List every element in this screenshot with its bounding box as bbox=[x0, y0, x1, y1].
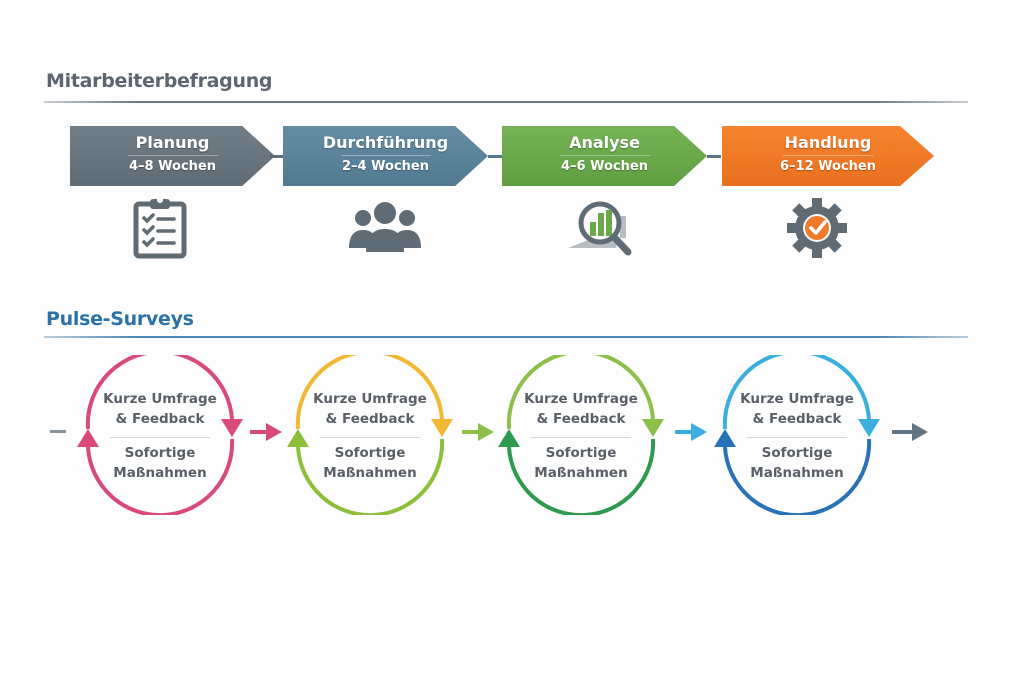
link-arrow-head bbox=[478, 423, 494, 441]
cycle-divider bbox=[747, 437, 847, 438]
cycle-top-arc bbox=[295, 355, 444, 430]
cycle-top-text: Kurze Umfrage & Feedback bbox=[300, 389, 440, 429]
link-arrow bbox=[462, 423, 494, 441]
cycle-bottom-arrowhead bbox=[714, 429, 736, 447]
cycle-top-arrowhead bbox=[431, 419, 453, 437]
cycle-top-line2: & Feedback bbox=[115, 411, 205, 427]
cycle-top-arrowhead bbox=[221, 419, 243, 437]
process-section-divider bbox=[44, 101, 968, 103]
cycle-top-text: Kurze Umfrage & Feedback bbox=[727, 389, 867, 429]
link-arrow bbox=[675, 423, 707, 441]
cycle-bottom-arrowhead bbox=[498, 429, 520, 447]
cycle-bottom-arc bbox=[296, 438, 445, 515]
phase-analyse: Analyse 4–6 Wochen bbox=[502, 126, 707, 186]
cycle-bottom-arc bbox=[86, 438, 235, 515]
cycle-top-line2: & Feedback bbox=[752, 411, 842, 427]
cycle-top-arrowhead bbox=[642, 419, 664, 437]
link-arrow-shaft bbox=[462, 430, 480, 434]
phase-handlung: Handlung 6–12 Wochen bbox=[722, 126, 934, 186]
phase-duration: 4–6 Wochen bbox=[561, 159, 648, 174]
cycle-top-arc bbox=[506, 355, 655, 430]
cycle-bottom-line1: Sofortige bbox=[124, 445, 196, 461]
phase-name: Handlung bbox=[784, 133, 872, 152]
gear-check-icon bbox=[787, 198, 847, 258]
phase-durchfuehrung: Durchführung 2–4 Wochen bbox=[283, 126, 488, 186]
phase-planung: Planung 4–8 Wochen bbox=[70, 126, 275, 186]
link-arrow-shaft bbox=[250, 430, 268, 434]
link-arrow-shaft bbox=[892, 430, 914, 434]
phase-separator bbox=[559, 155, 650, 156]
cycle-top-arc bbox=[85, 355, 234, 430]
cycle-bottom-arrowhead bbox=[77, 429, 99, 447]
cycle-top-arrowhead bbox=[858, 419, 880, 437]
cycle-top-line2: & Feedback bbox=[536, 411, 626, 427]
phase-separator bbox=[340, 155, 431, 156]
phase-duration: 4–8 Wochen bbox=[129, 159, 216, 174]
cycle-arrows bbox=[287, 355, 453, 515]
link-arrow-shaft bbox=[675, 430, 693, 434]
cycle-top-arc bbox=[722, 355, 871, 430]
phase-connector bbox=[488, 155, 502, 158]
link-arrow-head bbox=[691, 423, 707, 441]
cycle-bottom-line2: Maßnahmen bbox=[323, 465, 417, 481]
cycle-bottom-line1: Sofortige bbox=[545, 445, 617, 461]
cycle-bottom-arc bbox=[723, 438, 872, 515]
cycle-bottom-line1: Sofortige bbox=[761, 445, 833, 461]
cycle-top-text: Kurze Umfrage & Feedback bbox=[511, 389, 651, 429]
cycle-top-line1: Kurze Umfrage bbox=[740, 391, 854, 407]
cycle-top-line1: Kurze Umfrage bbox=[103, 391, 217, 407]
phase-duration: 2–4 Wochen bbox=[342, 159, 429, 174]
cycle-bottom-arc bbox=[507, 438, 656, 515]
phase-name: Planung bbox=[135, 133, 210, 152]
people-group-icon bbox=[349, 202, 421, 252]
phase-name: Analyse bbox=[569, 133, 640, 152]
cycle-top-text: Kurze Umfrage & Feedback bbox=[90, 389, 230, 429]
cycle-arrows bbox=[714, 355, 880, 515]
process-section-title: Mitarbeiterbefragung bbox=[46, 70, 273, 92]
phase-separator bbox=[127, 155, 218, 156]
magnifier-chart-icon bbox=[568, 201, 632, 256]
pulse-section-divider bbox=[44, 336, 968, 338]
pulse-section-title: Pulse-Surveys bbox=[46, 308, 194, 330]
phase-connector bbox=[707, 155, 721, 158]
cycle-divider bbox=[320, 437, 420, 438]
link-arrow-head bbox=[912, 423, 928, 441]
link-arrow bbox=[250, 423, 282, 441]
cycle-bottom-line2: Maßnahmen bbox=[534, 465, 628, 481]
cycle-arrows bbox=[77, 355, 243, 515]
link-arrow-head bbox=[266, 423, 282, 441]
cycle-divider bbox=[531, 437, 631, 438]
cycle-bottom-line2: Maßnahmen bbox=[750, 465, 844, 481]
cycle-bottom-line1: Sofortige bbox=[334, 445, 406, 461]
cycle-bottom-arrowhead bbox=[287, 429, 309, 447]
clipboard-checklist-icon bbox=[133, 197, 187, 259]
cycle-arrows bbox=[498, 355, 664, 515]
cycle-top-line1: Kurze Umfrage bbox=[524, 391, 638, 407]
phase-separator bbox=[783, 155, 873, 156]
phase-duration: 6–12 Wochen bbox=[779, 159, 876, 174]
cycle-top-line1: Kurze Umfrage bbox=[313, 391, 427, 407]
phase-connector bbox=[270, 155, 284, 158]
link-arrow bbox=[892, 423, 928, 441]
cycle-top-line2: & Feedback bbox=[325, 411, 415, 427]
phase-name: Durchführung bbox=[322, 133, 449, 152]
cycle-bottom-line2: Maßnahmen bbox=[113, 465, 207, 481]
cycle-divider bbox=[110, 437, 210, 438]
lead-dash bbox=[50, 430, 66, 433]
